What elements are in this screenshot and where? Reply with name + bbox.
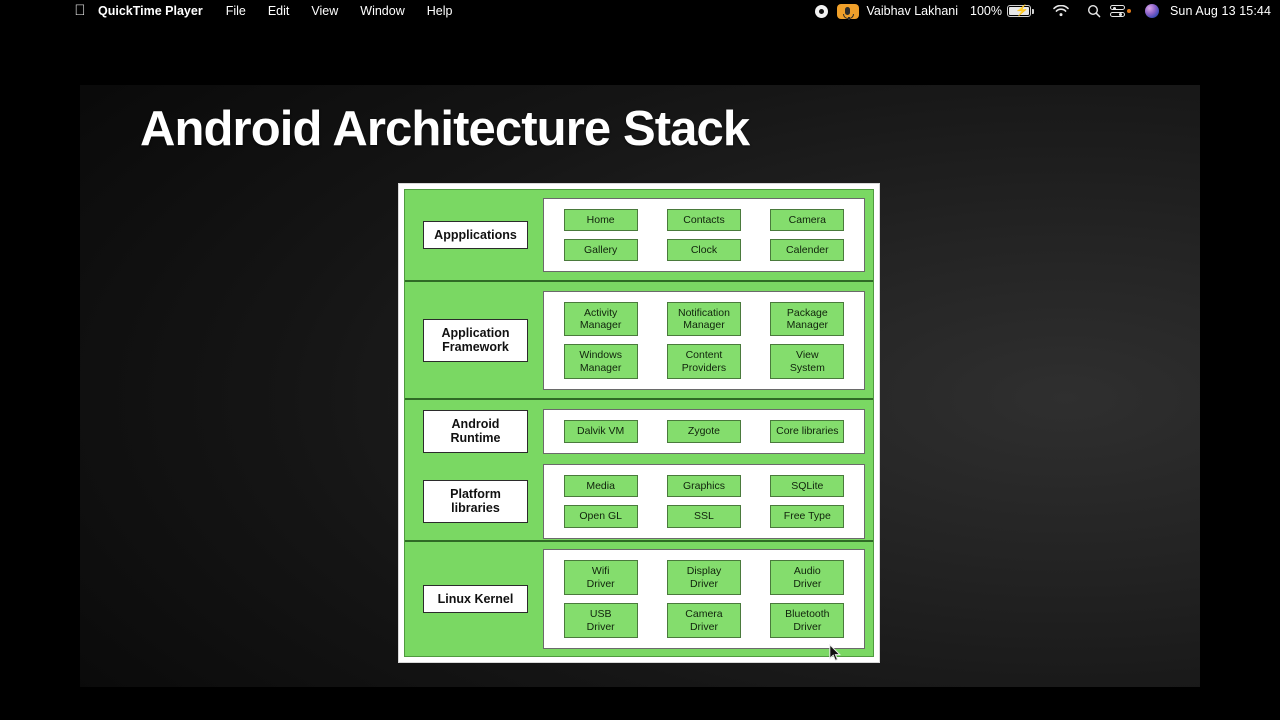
applications-items-wrap: Home Contacts Camera Gallery Clock Calen… xyxy=(543,197,865,273)
siri-icon[interactable] xyxy=(1136,0,1168,22)
menu-user-name[interactable]: Vaibhav Lakhani xyxy=(866,4,959,18)
chip-clock[interactable]: Clock xyxy=(666,239,741,262)
menu-edit[interactable]: Edit xyxy=(267,4,290,18)
chip-home[interactable]: Home xyxy=(563,208,638,232)
row-android-runtime: Android Runtime Dalvik VM Zygote Core li… xyxy=(405,400,873,462)
layer-label-android-runtime: Android Runtime xyxy=(423,410,528,453)
mouse-pointer-icon xyxy=(829,643,842,662)
runtime-items: Dalvik VM Zygote Core libraries xyxy=(543,409,865,454)
chip-gallery[interactable]: Gallery xyxy=(563,239,638,262)
menu-bar-status-area: Vaibhav Lakhani 100% ⚡ Su xyxy=(814,0,1280,22)
chip-contacts[interactable]: Contacts xyxy=(666,208,741,232)
screen-recording-icon[interactable] xyxy=(814,0,837,22)
page-title: Android Architecture Stack xyxy=(140,102,750,156)
chip-ssl[interactable]: SSL xyxy=(666,505,741,528)
layer-label-line2: Framework xyxy=(442,340,509,355)
layer-label-platform-libraries: Platform libraries xyxy=(423,480,528,523)
layer-label-line1: Application xyxy=(441,325,510,340)
libraries-items-wrap: Media Graphics SQLite Open GL SSL Free T… xyxy=(543,464,865,539)
battery-percent-label: 100% xyxy=(970,4,1002,18)
menu-window[interactable]: Window xyxy=(360,4,405,18)
chip-core-libraries[interactable]: Core libraries xyxy=(770,420,845,443)
status-orange-dot xyxy=(1127,9,1131,13)
diagram-body: Appplications Home Contacts Camera Galle… xyxy=(404,189,874,657)
chip-dalvik-vm[interactable]: Dalvik VM xyxy=(563,420,638,443)
chip-zygote[interactable]: Zygote xyxy=(666,420,741,443)
chip-graphics[interactable]: Graphics xyxy=(666,475,741,498)
battery-icon[interactable]: ⚡ xyxy=(1007,5,1034,17)
menu-bar-left:  QuickTime Player File Edit View Window… xyxy=(0,0,463,22)
row-platform-libraries: Platform libraries Media Graphics SQLite… xyxy=(405,462,873,540)
search-icon[interactable] xyxy=(1087,0,1101,22)
chip-camera[interactable]: Camera xyxy=(770,208,845,232)
layer-label-application-framework: Application Framework xyxy=(423,318,528,362)
menu-file[interactable]: File xyxy=(225,4,246,18)
chip-media[interactable]: Media xyxy=(563,475,638,498)
menu-help[interactable]: Help xyxy=(426,4,453,18)
runtime-items-wrap: Dalvik VM Zygote Core libraries xyxy=(543,409,865,454)
menu-app-name[interactable]: QuickTime Player xyxy=(98,4,203,18)
layer-label-applications: Appplications xyxy=(423,220,528,250)
apple-menu-icon[interactable]:  xyxy=(72,0,88,22)
presentation-slide: Android Architecture Stack Appplications… xyxy=(80,85,1200,687)
menu-view[interactable]: View xyxy=(311,4,339,18)
layer-runtime-and-libraries: Android Runtime Dalvik VM Zygote Core li… xyxy=(405,400,873,543)
chip-free-type[interactable]: Free Type xyxy=(770,505,845,528)
android-architecture-diagram: Appplications Home Contacts Camera Galle… xyxy=(398,183,880,663)
layer-label-linux-kernel: Linux Kernel xyxy=(423,585,528,614)
wifi-icon[interactable] xyxy=(1053,0,1069,22)
layer-applications: Appplications Home Contacts Camera Galle… xyxy=(405,190,873,283)
menu-clock[interactable]: Sun Aug 13 15:44 xyxy=(1170,4,1271,18)
chip-calender[interactable]: Calender xyxy=(770,239,845,262)
libraries-items: Media Graphics SQLite Open GL SSL Free T… xyxy=(543,464,865,539)
chip-open-gl[interactable]: Open GL xyxy=(563,505,638,528)
macos-menu-bar:  QuickTime Player File Edit View Window… xyxy=(0,0,1280,22)
applications-items: Home Contacts Camera Gallery Clock Calen… xyxy=(543,197,865,273)
control-center-icon[interactable] xyxy=(1110,0,1125,22)
microphone-icon[interactable] xyxy=(836,0,867,22)
chip-sqlite[interactable]: SQLite xyxy=(770,475,845,498)
